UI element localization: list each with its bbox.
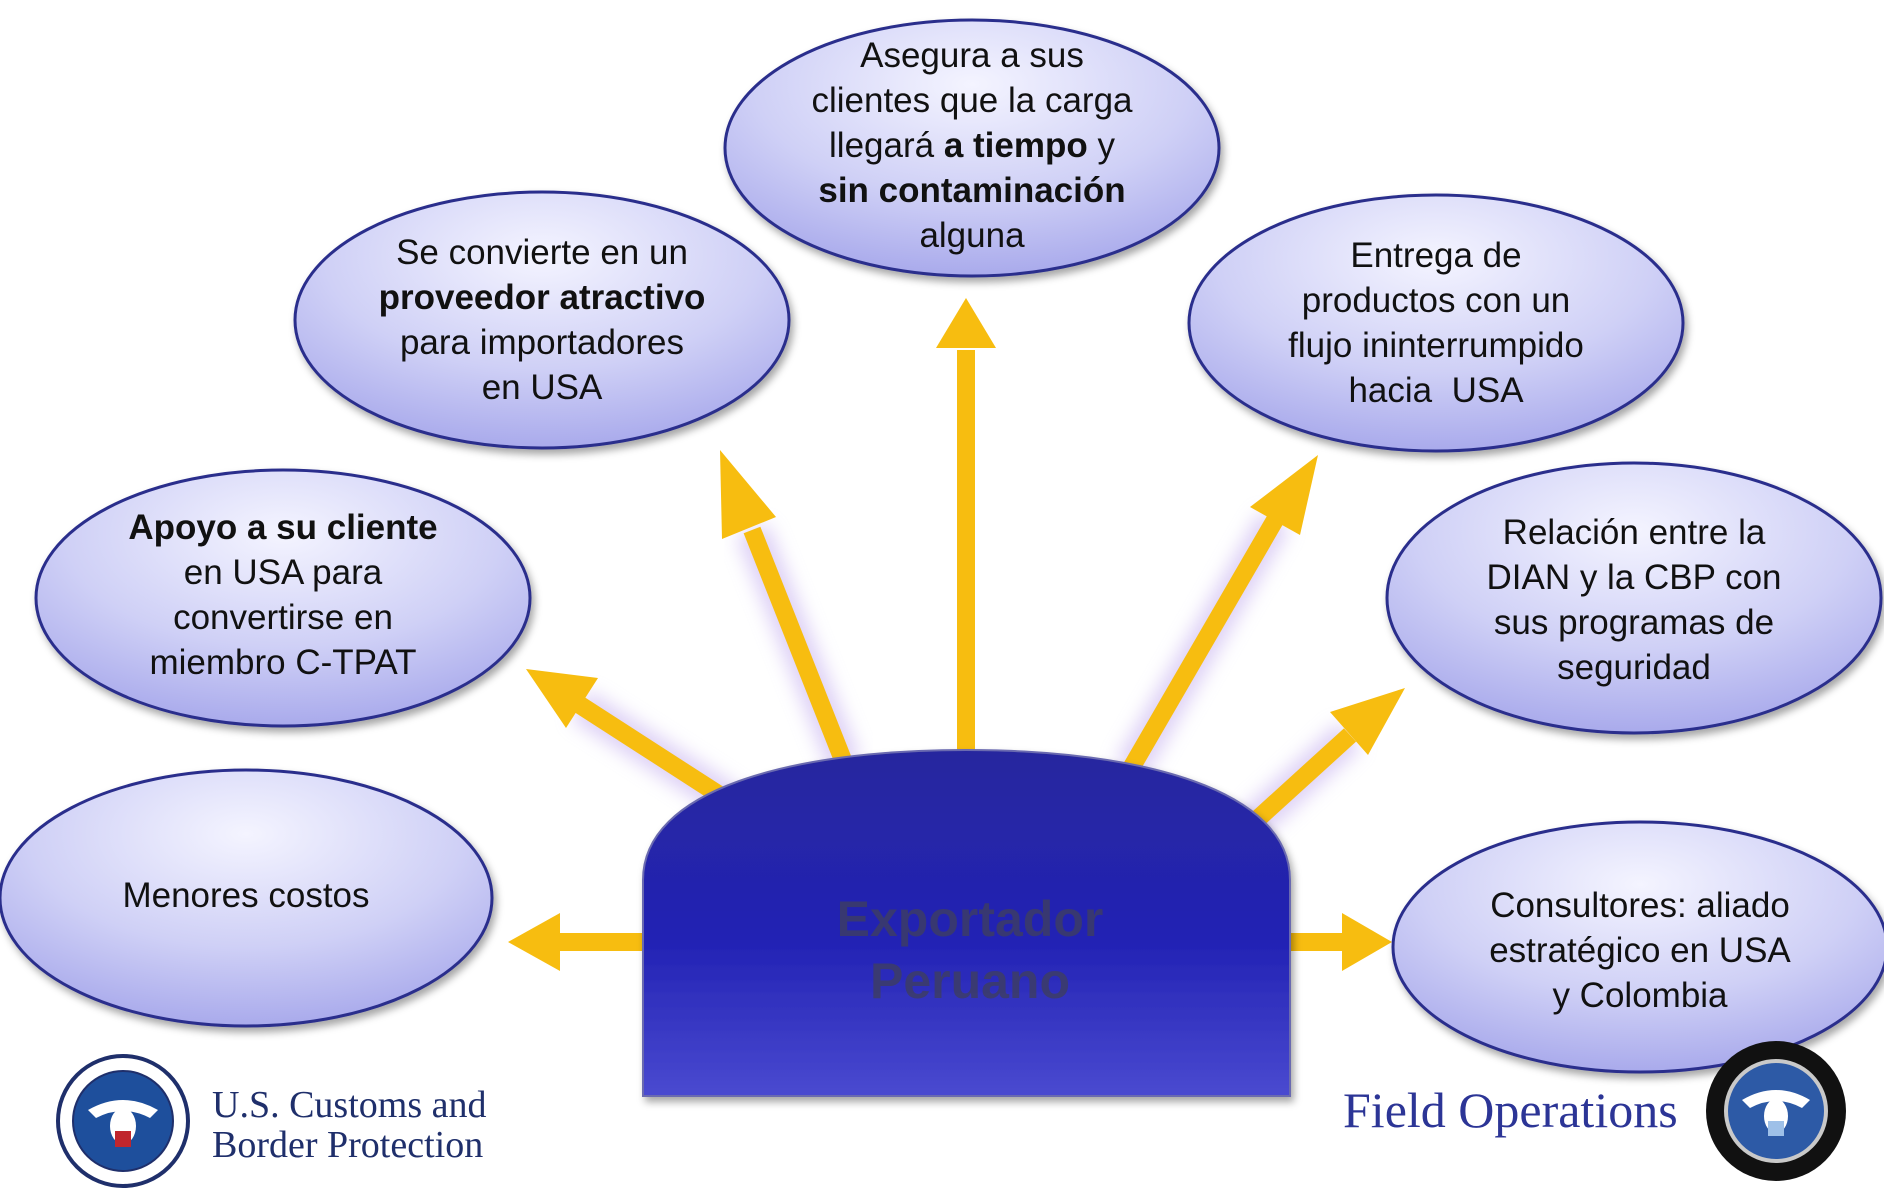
bubble-line: Relación entre la: [1503, 510, 1766, 555]
bubble-text-run: en USA: [481, 368, 603, 407]
bubble-text-run: seguridad: [1557, 648, 1711, 687]
bubble-line: en USA: [482, 365, 603, 410]
bubble-line: estratégico en USA: [1489, 928, 1791, 973]
bubble-line: Entrega de: [1350, 233, 1521, 278]
bubble-text-run: flujo ininterrumpido: [1288, 326, 1584, 365]
bubble-text-bold: proveedor atractivo: [378, 278, 706, 317]
bubble-text-bold: a tiempo: [943, 125, 1088, 165]
bubble-line: Asegura a sus: [860, 33, 1084, 78]
bubble-line: sin contaminación: [818, 168, 1125, 213]
bubble-line: DIAN y la CBP con: [1486, 555, 1781, 600]
bubble-text-menores-costos: Menores costos: [40, 840, 452, 950]
bubble-line: proveedor atractivo: [379, 275, 706, 320]
bubble-text-run: productos con un: [1301, 281, 1571, 320]
arrow-upper-right: [1228, 688, 1405, 848]
arrow-up-left: [720, 450, 861, 772]
bubble-relacion-dian-cbp: [1385, 461, 1883, 735]
bubble-line: flujo ininterrumpido: [1288, 323, 1584, 368]
bubble-text-run: miembro C-TPAT: [149, 643, 417, 682]
center-label: Exportador Peruano: [700, 880, 1240, 1020]
bubble-line: Consultores: aliado: [1490, 883, 1790, 928]
bubble-line: para importadores: [400, 320, 684, 365]
bubble-text-run: clientes que la carga: [811, 80, 1133, 120]
bubble-text-run: sus programas de: [1493, 603, 1775, 642]
bubble-text-run: y Colombia: [1552, 975, 1728, 1015]
bubble-text-run: convertirse en: [173, 598, 393, 637]
bubble-line: Menores costos: [122, 873, 369, 918]
bubble-text-proveedor-atractivo: Se convierte en un proveedor atractivo par…: [335, 225, 749, 415]
bubble-line: alguna: [919, 213, 1024, 258]
center-label-line2: Peruano: [869, 953, 1071, 1009]
bubble-text-relacion-dian-cbp: Relación entre la DIAN y la CBP con sus pr…: [1427, 505, 1841, 695]
bubble-line: en USA para: [184, 550, 382, 595]
arrow-upper-left: [526, 669, 745, 820]
arrow-up-right: [1115, 455, 1318, 779]
bubble-line: llegará a tiempo y: [829, 123, 1115, 168]
bubble-line: productos con un: [1302, 278, 1571, 323]
cbp-logo-text: U.S. Customs and Border Protection: [212, 1085, 486, 1165]
bubble-text-apoyo-cliente: Apoyo a su cliente en USA para convertirse…: [76, 500, 490, 690]
bubble-text-run: llegará: [829, 125, 944, 165]
bubble-text-consultores: Consultores: aliado estratégico en USA y C…: [1433, 880, 1847, 1020]
dhs-seal-icon: [56, 1054, 190, 1188]
arrow-right: [1285, 913, 1392, 971]
bubble-text-run: alguna: [919, 215, 1025, 255]
bubble-line: clientes que la carga: [811, 78, 1132, 123]
bubble-apoyo-cliente: [34, 468, 532, 728]
bubble-text-run: Consultores: aliado: [1490, 885, 1790, 925]
bubble-text-run: para importadores: [399, 323, 685, 362]
arrow-left: [508, 913, 645, 971]
bubble-asegura-clientes: [723, 18, 1221, 278]
bubble-line: sus programas de: [1494, 600, 1774, 645]
bubble-text-bold: sin contaminación: [818, 170, 1126, 210]
bubble-proveedor-atractivo: [293, 190, 791, 450]
field-operations-logo-text: Field Operations: [1343, 1082, 1678, 1138]
bubble-line: miembro C-TPAT: [149, 640, 416, 685]
bubble-text-bold: Apoyo a su cliente: [128, 508, 438, 547]
bubble-line: hacia USA: [1348, 368, 1523, 413]
bubble-text-run: Entrega de: [1350, 236, 1522, 275]
bubble-line: seguridad: [1557, 645, 1711, 690]
cbp-logo-line1: U.S. Customs and: [212, 1084, 487, 1126]
bubble-text-run: estratégico en USA: [1489, 930, 1791, 970]
bubble-text-run: Asegura a sus: [860, 35, 1084, 75]
arrow-up: [936, 298, 996, 760]
bubble-text-run: en USA para: [183, 553, 383, 592]
bubble-text-run: y: [1087, 125, 1115, 165]
bubble-entrega-productos: [1187, 193, 1685, 453]
bubble-text-run: DIAN y la CBP con: [1486, 558, 1782, 597]
bubble-menores-costos: [0, 768, 494, 1028]
bubble-line: y Colombia: [1552, 973, 1727, 1018]
cbp-logo-line2: Border Protection: [212, 1124, 484, 1166]
center-label-line1: Exportador: [836, 891, 1104, 947]
bubble-line: Apoyo a su cliente: [128, 505, 437, 550]
bubble-consultores: [1391, 820, 1884, 1074]
bubble-line: convertirse en: [173, 595, 393, 640]
bubble-line: Se convierte en un: [396, 230, 688, 275]
bubble-text-run: Relación entre la: [1502, 513, 1766, 552]
center-dome: [642, 748, 1291, 1097]
bubble-text-entrega-productos: Entrega de productos con un flujo ininterr…: [1229, 228, 1643, 418]
field-operations-seal-icon: [1706, 1041, 1846, 1181]
bubble-text-run: Se convierte en un: [396, 233, 688, 272]
bubble-text-run: hacia USA: [1348, 371, 1524, 410]
bubble-text-run: Menores costos: [122, 875, 370, 915]
